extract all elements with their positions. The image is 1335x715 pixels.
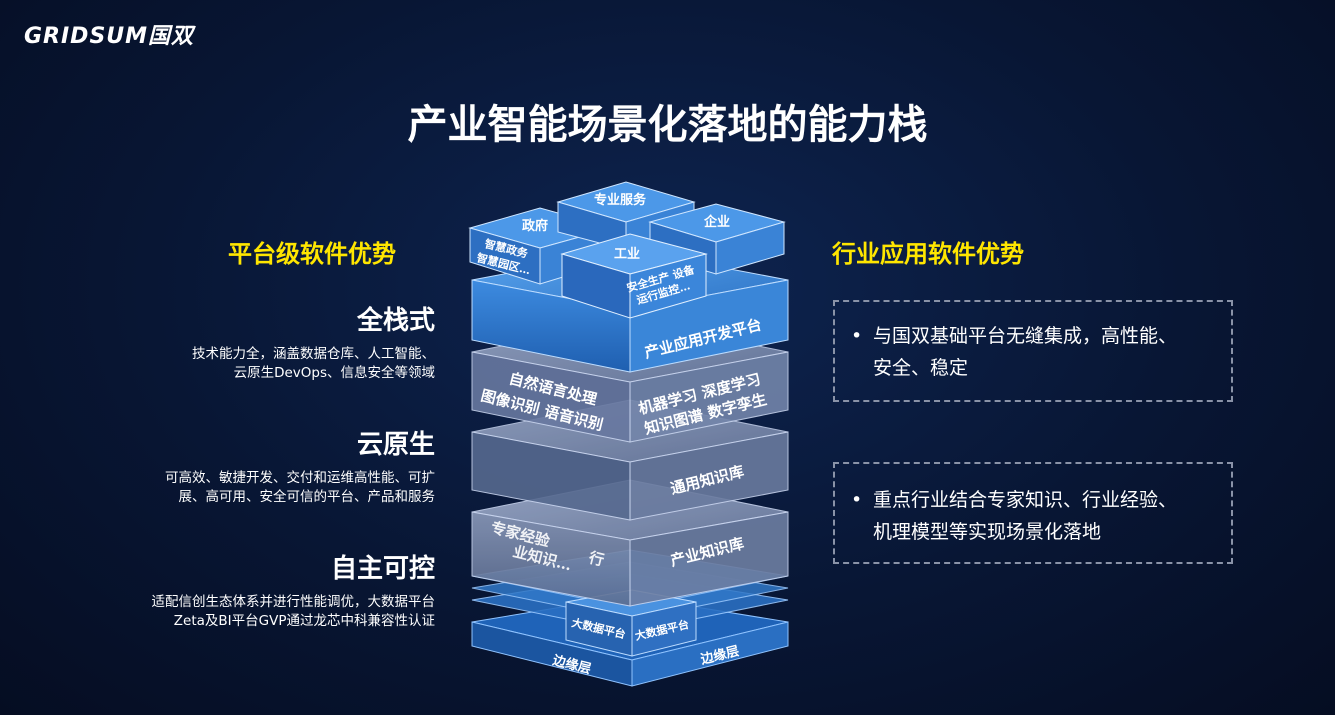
- advantage-item: •重点行业结合专家知识、行业经验、机理模型等实现场景化落地: [851, 489, 1178, 543]
- feature-title: 全栈式: [356, 306, 435, 336]
- gongye-label: 工业: [614, 246, 640, 262]
- feature-self-controlled: 自主可控 适配信创生态体系并进行性能调优，大数据平台 Zeta及BI平台GVP通…: [152, 548, 436, 631]
- feature-desc-line: 适配信创生态体系并进行性能调优，大数据平台: [151, 594, 436, 610]
- advantage-box-scenario: •重点行业结合专家知识、行业经验、机理模型等实现场景化落地: [833, 462, 1233, 564]
- feature-desc-line: 展、高可用、安全可信的平台、产品和服务: [178, 489, 436, 505]
- advantage-item: •与国双基础平台无缝集成，高性能、安全、稳定: [851, 325, 1178, 379]
- right-heading: 行业应用软件优势: [832, 240, 1024, 268]
- feature-full-stack: 全栈式 技术能力全，涵盖数据仓库、人工智能、 云原生DevOps、信息安全等领域: [192, 300, 435, 383]
- gridsum-logo: GRIDSUM国双: [24, 24, 195, 49]
- feature-desc-line: 技术能力全，涵盖数据仓库、人工智能、: [192, 346, 435, 362]
- left-heading: 平台级软件优势: [228, 240, 396, 268]
- qiye-label: 企业: [703, 214, 730, 230]
- page-title: 产业智能场景化落地的能力栈: [407, 102, 928, 148]
- advantage-box-integration: •与国双基础平台无缝集成，高性能、安全、稳定: [833, 300, 1233, 402]
- feature-title: 自主可控: [330, 554, 435, 584]
- zhuanye-label: 专业服务: [594, 192, 647, 208]
- top-block-gongye: 工业 安全生产 设备 运行监控…: [560, 233, 708, 319]
- feature-desc-line: Zeta及BI平台GVP通过龙芯中科兼容性认证: [173, 613, 435, 629]
- feature-cloud-native: 云原生 可高效、敏捷开发、交付和运维高性能、可扩 展、高可用、安全可信的平台、产…: [165, 424, 435, 507]
- feature-desc-line: 可高效、敏捷开发、交付和运维高性能、可扩: [165, 470, 435, 486]
- industry-left-line: 行: [586, 548, 606, 569]
- zhengfu-label: 政府: [522, 218, 548, 234]
- feature-title: 云原生: [356, 430, 435, 460]
- feature-desc-line: 云原生DevOps、信息安全等领域: [233, 365, 435, 381]
